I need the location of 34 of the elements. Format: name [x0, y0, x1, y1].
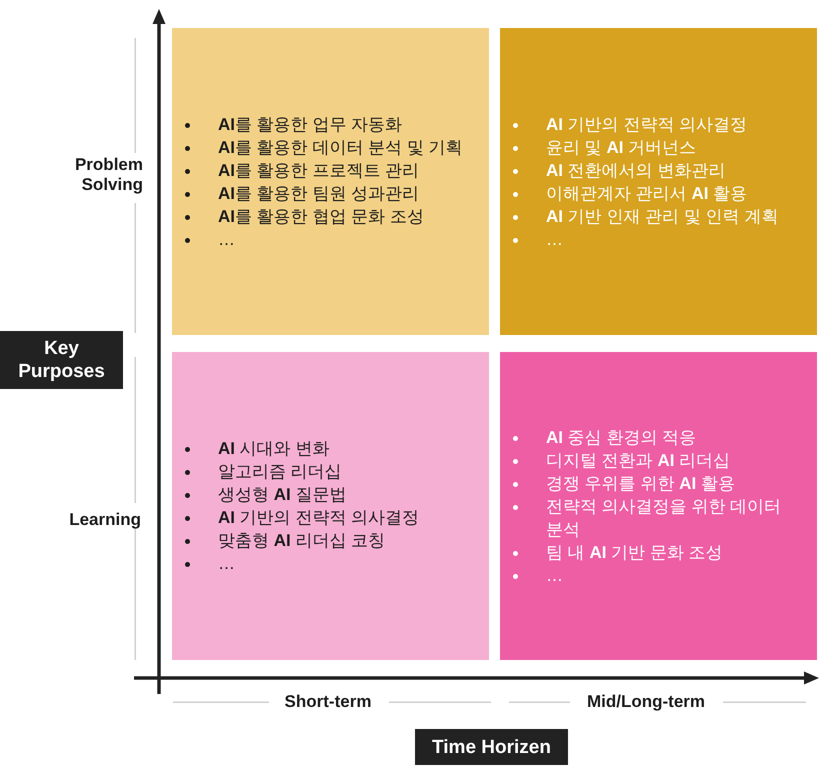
column-label: Short-term — [284, 692, 372, 712]
list-item: 알고리즘 리더십 — [218, 461, 343, 483]
list-item: 전략적 의사결정을 위한 데이터 분석 — [546, 496, 782, 540]
list-item: … — [546, 564, 564, 586]
list-item: AI를 활용한 데이터 분석 및 기획 — [218, 136, 464, 158]
list-item: 맞춤형 AI 리더십 코칭 — [218, 530, 386, 552]
list-item: … — [218, 553, 236, 575]
list-item: 생성형 AI 질문법 — [218, 484, 348, 506]
list-item: 이해관계자 관리서 AI 활용 — [546, 182, 748, 204]
list-item: … — [546, 228, 564, 250]
list-item: AI 기반 인재 관리 및 인력 계획 — [546, 206, 780, 228]
quadrant-panel — [172, 352, 489, 660]
axis-title: Time Horizen — [415, 729, 568, 765]
list-item: 팀 내 AI 기반 문화 조성 — [546, 542, 724, 564]
list-item: AI를 활용한 협업 문화 조성 — [218, 206, 425, 228]
list-item: AI를 활용한 팀원 성과관리 — [218, 182, 420, 204]
row-label: Problem Solving — [74, 155, 143, 195]
list-item: AI 기반의 전략적 의사결정 — [218, 507, 420, 529]
quadrant-panel — [500, 352, 817, 660]
axis-title: Key Purposes — [0, 331, 123, 389]
list-item: 디지털 전환과 AI 리더십 — [546, 450, 732, 472]
row-label: Learning — [68, 510, 141, 530]
quadrant-panel — [172, 28, 489, 335]
list-item: AI 전환에서의 변화관리 — [546, 160, 726, 182]
list-item: … — [218, 228, 236, 250]
column-label: Mid/Long-term — [586, 692, 706, 712]
list-item: AI 시대와 변화 — [218, 438, 330, 460]
list-item: AI 중심 환경의 적응 — [546, 426, 698, 448]
quadrant-panel — [500, 28, 817, 335]
list-item: 경쟁 우위를 위한 AI 활용 — [546, 472, 736, 494]
list-item: 윤리 및 AI 거버넌스 — [546, 136, 698, 158]
list-item: AI 기반의 전략적 의사결정 — [546, 114, 748, 136]
list-item: AI를 활용한 업무 자동화 — [218, 114, 404, 136]
list-item: AI를 활용한 프로젝트 관리 — [218, 160, 420, 182]
